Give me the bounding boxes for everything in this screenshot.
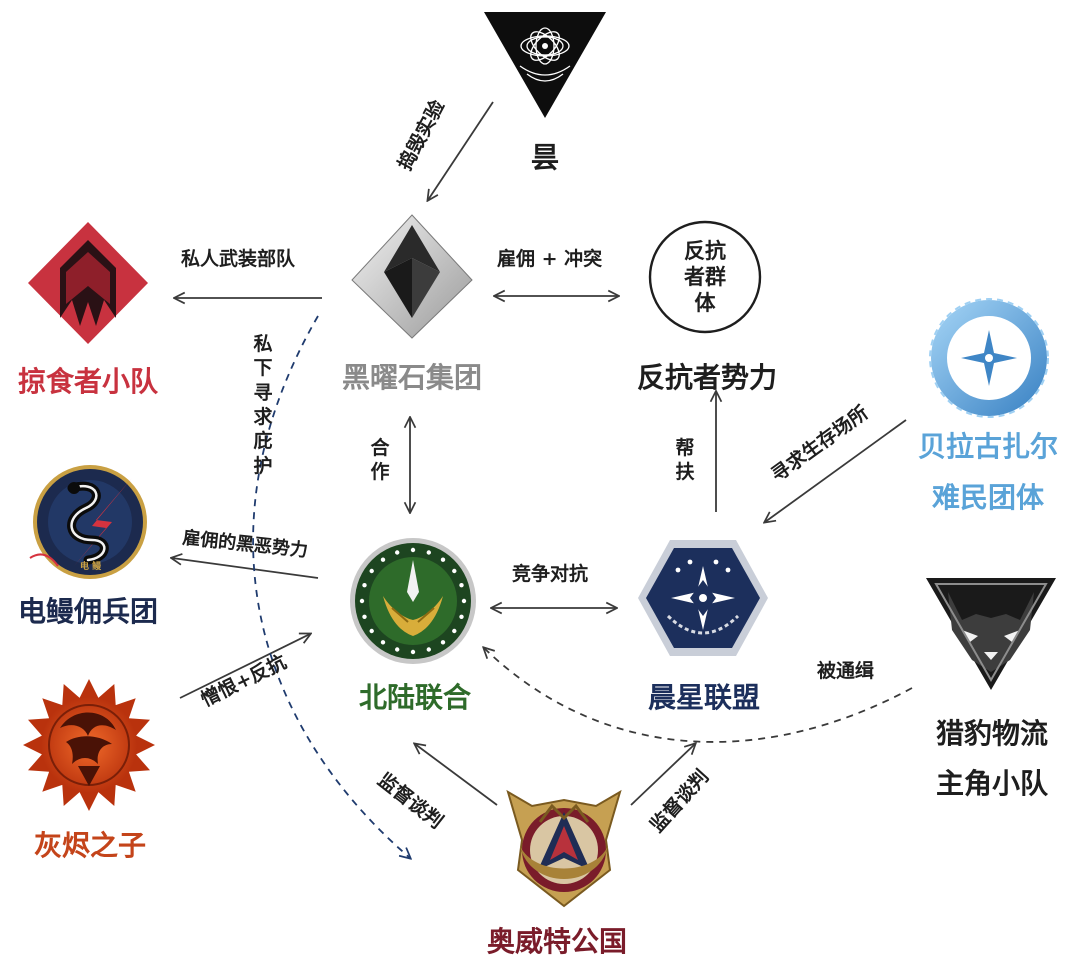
label-dianman: 电鳗佣兵团: [18, 595, 159, 628]
blue-ring-compass-icon: [929, 298, 1049, 418]
black-triangle-lotus-icon: [484, 12, 606, 118]
green-eagle-roundel-icon: [350, 538, 476, 664]
label-beila-1: 贝拉古扎尔: [918, 430, 1059, 463]
arrow-aowei-to-beilu: [415, 744, 498, 806]
label-aowei: 奥威特公国: [487, 925, 628, 958]
label-liebao-1: 猎豹物流: [936, 717, 1049, 750]
relation-bangfu: 帮扶: [675, 437, 695, 484]
arrow-liebao-to-beilu-dashed: [484, 648, 913, 743]
arrow-aowei-to-chenxing: [630, 744, 695, 806]
label-fankang: 反抗者势力: [637, 361, 778, 394]
circle-badge-icon: [648, 220, 762, 334]
red-diamond-claw-icon: [28, 222, 148, 344]
eel-lightning-roundel-icon: [29, 465, 147, 579]
label-beila-2: 难民团体: [932, 481, 1045, 514]
badge-text-fankang: 反抗者群体: [684, 238, 726, 315]
relation-sixia: 私下寻求庇护: [253, 333, 273, 477]
cat-head-triangle-icon: [926, 578, 1056, 690]
badge-text-dianman: 电 鳗: [80, 562, 102, 572]
label-liebao-2: 主角小队: [936, 767, 1049, 800]
arrow-lueluo-to-aowei-dashed: [252, 315, 410, 858]
label-huijin: 灰烬之子: [34, 829, 147, 862]
compass-star-hexagon-icon: [638, 540, 768, 656]
relation-hezuo: 合作: [370, 437, 390, 484]
label-heiyao: 黑曜石集团: [342, 361, 483, 394]
relation-jingzheng: 竞争对抗: [512, 563, 589, 585]
arrow-huijin-to-beilu: [179, 634, 310, 699]
ember-phoenix-sun-icon: [23, 679, 155, 811]
relation-guyong-chongtu: 雇佣 + 冲突: [497, 248, 603, 270]
relation-beitongji: 被通缉: [817, 660, 875, 682]
relation-arrows: [172, 101, 913, 806]
arrow-beila-to-chenxing: [765, 419, 907, 522]
obsidian-crystal-icon: [351, 214, 473, 339]
relation-siren: 私人武装部队: [181, 248, 296, 270]
arrow-beilu-to-dianman: [172, 558, 319, 579]
label-yun: 昙: [531, 141, 560, 174]
label-lueluo: 掠食者小队: [18, 365, 159, 398]
arrow-yun-to-heiyao: [428, 101, 494, 200]
label-beilu: 北陆联合: [359, 681, 472, 714]
gold-crown-shield-icon: [506, 789, 622, 908]
label-chenxing: 晨星联盟: [648, 681, 761, 714]
